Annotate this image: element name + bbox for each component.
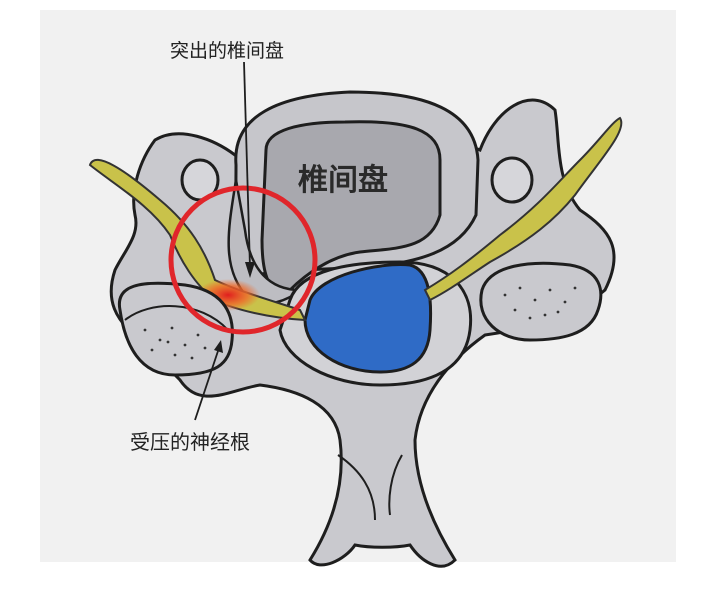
- right-foramen: [490, 156, 534, 204]
- nerve-root-arrow: [194, 340, 223, 421]
- right-nerve-root: [423, 116, 623, 302]
- disc-label: 椎间盘: [298, 163, 388, 198]
- left-nerve-root: [88, 159, 307, 322]
- spinous-process-line: [388, 454, 403, 516]
- spinous-process-line: [337, 454, 376, 521]
- herniated-disc-arrow: [243, 61, 255, 278]
- right-facet-joint: [479, 261, 603, 342]
- herniated-disc-label: 突出的椎间盘: [170, 40, 285, 62]
- compressed-nerve-root-label: 受压的神经根: [130, 430, 250, 454]
- compression-highlight-circle: [168, 185, 318, 335]
- left-facet-joint: [117, 281, 234, 377]
- spinal-canal: [303, 263, 433, 374]
